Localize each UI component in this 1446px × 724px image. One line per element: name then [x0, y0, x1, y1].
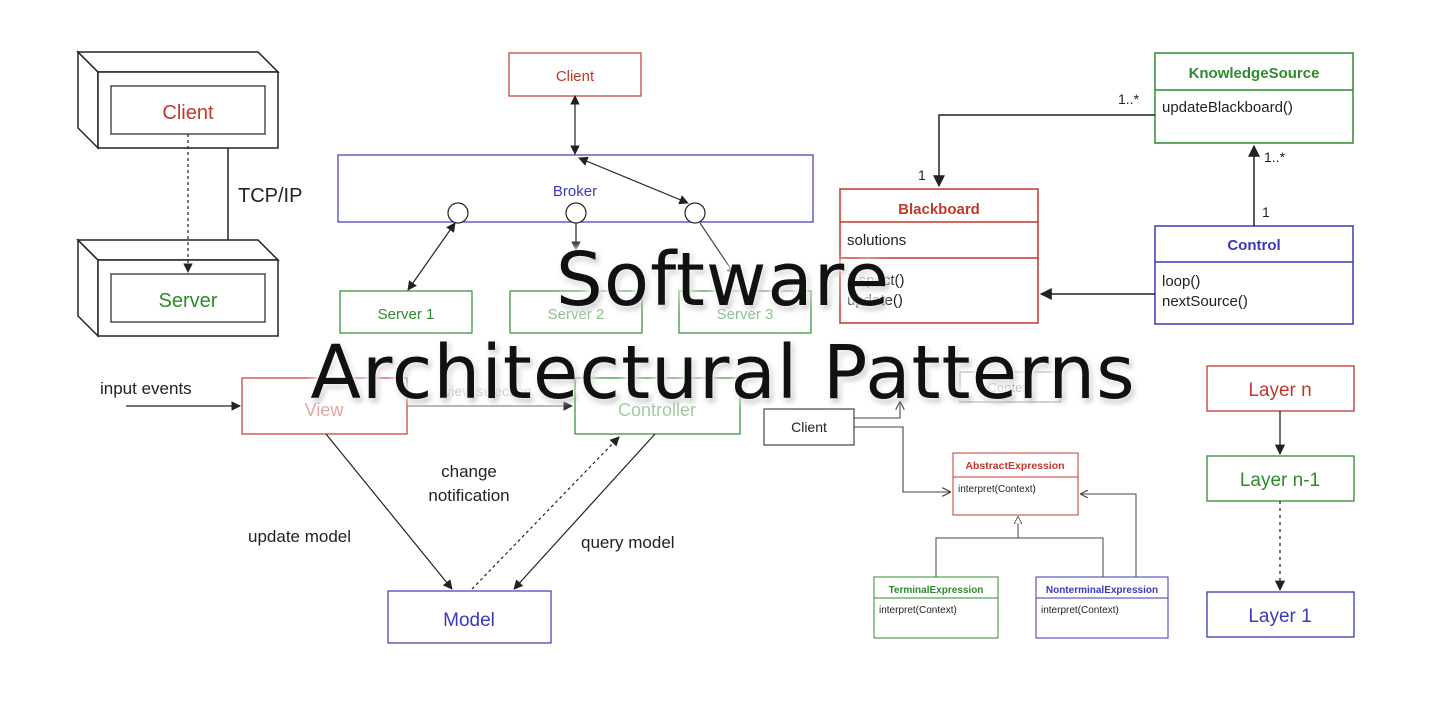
server1-label: Server 1: [378, 306, 435, 323]
server2-box: [509, 290, 643, 334]
nonterminalexpression-method: interpret(Context): [1041, 605, 1119, 616]
layer-1-box: [1206, 591, 1355, 638]
server3-box: [678, 290, 812, 334]
server2-label: Server 2: [548, 306, 605, 323]
broker-server3-link: [699, 222, 736, 276]
server3-label: Server 3: [717, 306, 774, 323]
broker-port-1: [447, 202, 469, 224]
blackboard-pattern: KnowledgeSource updateBlackboard() Black…: [839, 52, 1354, 325]
view-label: View: [305, 400, 345, 420]
client-server-pattern: Client Server TCP/IP: [76, 50, 302, 338]
ks-blackboard-assoc: [933, 114, 1155, 188]
client-abstract-link: [854, 426, 950, 492]
knowledgesource-class: [1154, 52, 1354, 144]
broker-server1-link: [407, 222, 456, 291]
server-node-label: Server: [159, 290, 218, 312]
title-line-2: Architectural Patterns: [310, 330, 1136, 416]
terminalexpression-method: interpret(Context): [879, 605, 957, 616]
mult-up: 1..*: [1264, 149, 1286, 165]
view-controller-label: view selection: [444, 383, 531, 399]
tcpip-label: TCP/IP: [238, 185, 302, 207]
blackboard-attr: solutions: [847, 232, 906, 249]
view-box: [241, 377, 408, 435]
controller-box: [574, 377, 741, 435]
control-method-1: loop(): [1162, 273, 1200, 290]
blackboard-method-2: update(): [847, 292, 903, 309]
interp-client-box: [763, 408, 855, 446]
broker-pattern: Client Broker Server 1 Server 2 Server 3: [337, 52, 814, 334]
input-events-label: input events: [100, 379, 192, 398]
nonterminalexpression-name: NonterminalExpression: [1046, 585, 1158, 596]
nonterminal-aggregation: [1081, 494, 1137, 578]
broker-port-2: [565, 202, 587, 224]
blackboard-class: [839, 188, 1039, 324]
nonterminalexpression-class: [1035, 576, 1169, 639]
mvc-pattern: input events View view selection Control…: [100, 377, 741, 644]
interpreter-pattern: Client Context AbstractExpression interp…: [763, 371, 1169, 639]
layer-n-label: Layer n: [1248, 380, 1311, 401]
update-model-label: update model: [248, 527, 351, 546]
client-server3-link: [578, 156, 689, 205]
terminalexpression-class: [873, 576, 999, 639]
layer-n-1-label: Layer n-1: [1240, 470, 1320, 491]
broker-label: Broker: [553, 183, 597, 200]
query-model-label: query model: [581, 533, 675, 552]
model-controller-notify: [471, 436, 620, 590]
title-line-1: Software: [555, 237, 891, 323]
control-method-2: nextSource(): [1162, 293, 1248, 310]
interp-context-box: [959, 371, 1061, 403]
change-label: change: [441, 462, 497, 481]
client-context-link: [854, 402, 900, 419]
model-box: [387, 590, 552, 644]
client-node: Client: [76, 50, 280, 150]
abstractexpression-name: AbstractExpression: [965, 460, 1064, 472]
knowledgesource-name: KnowledgeSource: [1189, 65, 1320, 82]
blackboard-method-1: inspect(): [847, 272, 905, 289]
view-model-arrow: [325, 433, 453, 590]
mult-ks: 1..*: [1118, 91, 1140, 107]
model-label: Model: [443, 610, 495, 631]
blackboard-name: Blackboard: [898, 201, 980, 218]
mult-ctrl: 1: [1262, 204, 1270, 220]
controller-label: Controller: [618, 400, 696, 420]
layer-n-box: [1206, 365, 1355, 412]
abstractexpression-method: interpret(Context): [958, 484, 1036, 495]
server-node: Server: [76, 238, 280, 338]
broker-client-label: Client: [556, 68, 595, 85]
control-class: [1154, 225, 1354, 325]
abstractexpression-class: [952, 452, 1079, 516]
controller-model-arrow: [513, 433, 656, 590]
broker-port-3: [684, 202, 706, 224]
interp-client-label: Client: [791, 419, 827, 435]
knowledgesource-method: updateBlackboard(): [1162, 99, 1293, 116]
server1-box: [339, 290, 473, 334]
client-node-label: Client: [162, 102, 214, 124]
control-name: Control: [1227, 237, 1280, 254]
layers-pattern: Layer n Layer n-1 Layer 1: [1206, 365, 1355, 638]
inheritance-branch: [935, 537, 1104, 578]
layer-1-label: Layer 1: [1248, 606, 1311, 627]
notification-label: notification: [428, 486, 509, 505]
interp-context-label: Context: [988, 380, 1033, 395]
mult-bb: 1: [918, 167, 926, 183]
terminalexpression-name: TerminalExpression: [889, 585, 984, 596]
